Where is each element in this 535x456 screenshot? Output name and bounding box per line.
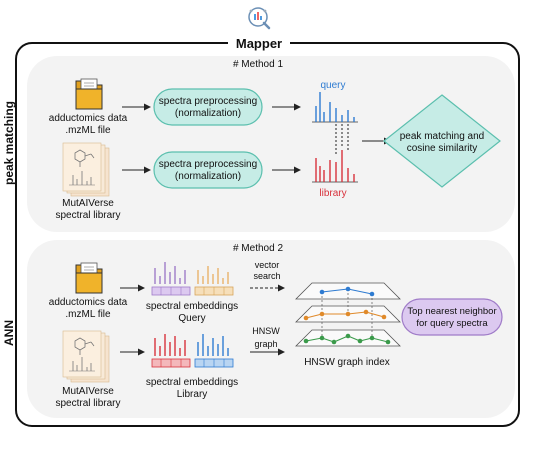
pm-input1-label-line2: .mzML file: [65, 125, 111, 136]
ann-input1-label-line2: .mzML file: [65, 309, 111, 320]
pm-result-line2: cosine similarity: [407, 143, 478, 154]
diagram-title: Mapper: [236, 36, 282, 51]
pm-input1-label-line1: adductomics data: [49, 113, 128, 124]
library-label: library: [319, 188, 346, 199]
library-spectrum: [312, 150, 358, 183]
vector-search-line2: search: [253, 271, 280, 281]
peak-matching-panel: [27, 56, 515, 232]
ann-input1-label-line1: adductomics data: [49, 297, 128, 308]
hnsw-line2: graph: [254, 339, 277, 349]
query-embedding-vector: [151, 286, 234, 296]
ann-result-line2: for query spectra: [416, 318, 488, 329]
query-spectrum: [312, 92, 358, 123]
query-label: query: [320, 80, 345, 91]
embed-query-line2: Query: [178, 313, 205, 324]
preprocess-box-query: [153, 88, 263, 126]
preprocess-label-line1: spectra preprocessing: [159, 96, 257, 107]
ann-panel: [27, 240, 515, 418]
logo-magnifier-icon: [248, 7, 271, 30]
preprocess-label-line2: (normalization): [175, 171, 241, 182]
library-embedding-vector: [151, 358, 234, 368]
ann-result-line1: Top nearest neighbor: [407, 306, 496, 317]
pm-input2-label-line2: spectral library: [55, 210, 120, 221]
library-embedding-spectra: [154, 334, 229, 356]
preprocess-box-library: [153, 151, 263, 189]
graph-index-label: HNSW graph index: [304, 357, 390, 368]
hnsw-graph-index: [295, 282, 401, 347]
method-2-label: # Method 2: [233, 243, 283, 254]
hnsw-line1: HNSW: [252, 326, 280, 336]
peak-matching-result-diamond: [383, 94, 501, 188]
match-lines: [335, 124, 349, 156]
side-label-peak-matching: peak matching: [2, 101, 16, 185]
preprocess-label-line2: (normalization): [175, 108, 241, 119]
ann-input2-label-line1: MutAIVerse: [62, 386, 114, 397]
spectrum-document-icon: [62, 330, 110, 383]
spectrum-document-icon: [62, 142, 110, 197]
method-1-label: # Method 1: [233, 59, 283, 70]
embed-query-line1: spectral embeddings: [146, 301, 238, 312]
pm-result-line1: peak matching and: [400, 131, 485, 142]
side-label-ann: ANN: [2, 320, 16, 346]
folder-icon: [75, 78, 103, 110]
ann-result-box: [401, 298, 503, 336]
query-embedding-spectra: [154, 262, 229, 284]
embed-library-line1: spectral embeddings: [146, 377, 238, 388]
preprocess-label-line1: spectra preprocessing: [159, 159, 257, 170]
ann-input2-label-line2: spectral library: [55, 398, 120, 409]
pm-input2-label-line1: MutAIVerse: [62, 198, 114, 209]
vector-search-line1: vector: [255, 260, 280, 270]
folder-icon: [75, 262, 103, 294]
embed-library-line2: Library: [177, 389, 208, 400]
